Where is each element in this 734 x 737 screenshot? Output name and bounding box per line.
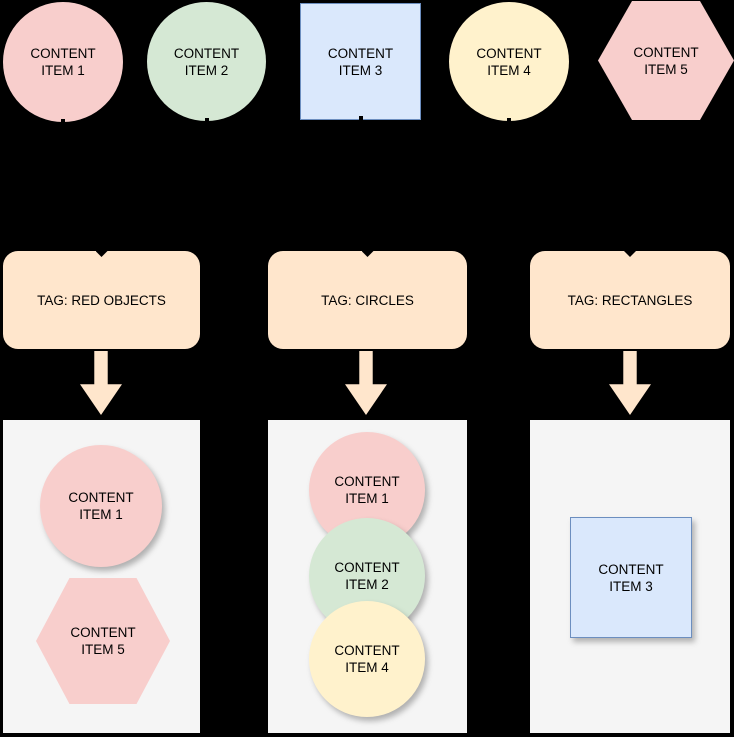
content-item-5-hexagon: CONTENT ITEM 5 (598, 1, 734, 120)
connector-stub (61, 119, 65, 123)
content-item-label: CONTENT ITEM 3 (327, 45, 394, 78)
tag-red-objects: TAG: RED OBJECTS (3, 251, 200, 349)
down-arrow-icon (609, 351, 651, 415)
content-item-label: CONTENT ITEM 2 (173, 45, 240, 78)
content-item-label: CONTENT ITEM 4 (476, 45, 542, 78)
content-item-3-rectangle: CONTENT ITEM 3 (300, 3, 421, 120)
down-arrow-icon (80, 351, 122, 415)
content-item-label: CONTENT ITEM 1 (68, 490, 134, 522)
connector-arrowhead-icon (361, 251, 374, 257)
grouped-content-item-4-circle: CONTENT ITEM 4 (309, 601, 425, 717)
content-item-label: CONTENT ITEM 1 (334, 474, 400, 506)
group-container-circles: CONTENT ITEM 1 CONTENT ITEM 2 CONTENT IT… (268, 420, 467, 733)
content-item-4-circle: CONTENT ITEM 4 (449, 2, 569, 122)
content-item-label: CONTENT ITEM 1 (30, 46, 96, 78)
grouped-content-item-1-circle: CONTENT ITEM 1 (40, 445, 162, 567)
content-item-label: CONTENT ITEM 3 (598, 561, 664, 594)
tag-rectangles: TAG: RECTANGLES (530, 251, 730, 349)
tag-label: TAG: RECTANGLES (567, 292, 693, 308)
grouped-content-item-5-hexagon: CONTENT ITEM 5 (36, 578, 170, 704)
connector-arrowhead-icon (95, 251, 108, 257)
tag-circles: TAG: CIRCLES (268, 251, 467, 349)
content-item-1-circle: CONTENT ITEM 1 (3, 2, 123, 123)
group-container-rectangles: CONTENT ITEM 3 (530, 420, 730, 733)
connector-stub (204, 118, 209, 122)
group-container-red-objects: CONTENT ITEM 1 CONTENT ITEM 5 (3, 420, 200, 733)
content-item-label: CONTENT ITEM 2 (334, 560, 400, 592)
tag-label: TAG: CIRCLES (321, 292, 414, 308)
down-arrow-icon (345, 351, 387, 415)
content-item-label: CONTENT ITEM 5 (70, 625, 136, 657)
content-item-label: CONTENT ITEM 5 (633, 44, 699, 77)
tag-label: TAG: RED OBJECTS (37, 292, 166, 308)
grouped-content-item-3-rectangle: CONTENT ITEM 3 (570, 517, 692, 638)
connector-stub (358, 116, 363, 120)
connector-arrowhead-icon (624, 251, 636, 257)
grouped-content-item-2-circle: CONTENT ITEM 2 (309, 518, 425, 634)
content-item-2-circle: CONTENT ITEM 2 (147, 2, 266, 122)
connector-stub (507, 118, 511, 122)
content-item-label: CONTENT ITEM 4 (334, 643, 400, 675)
